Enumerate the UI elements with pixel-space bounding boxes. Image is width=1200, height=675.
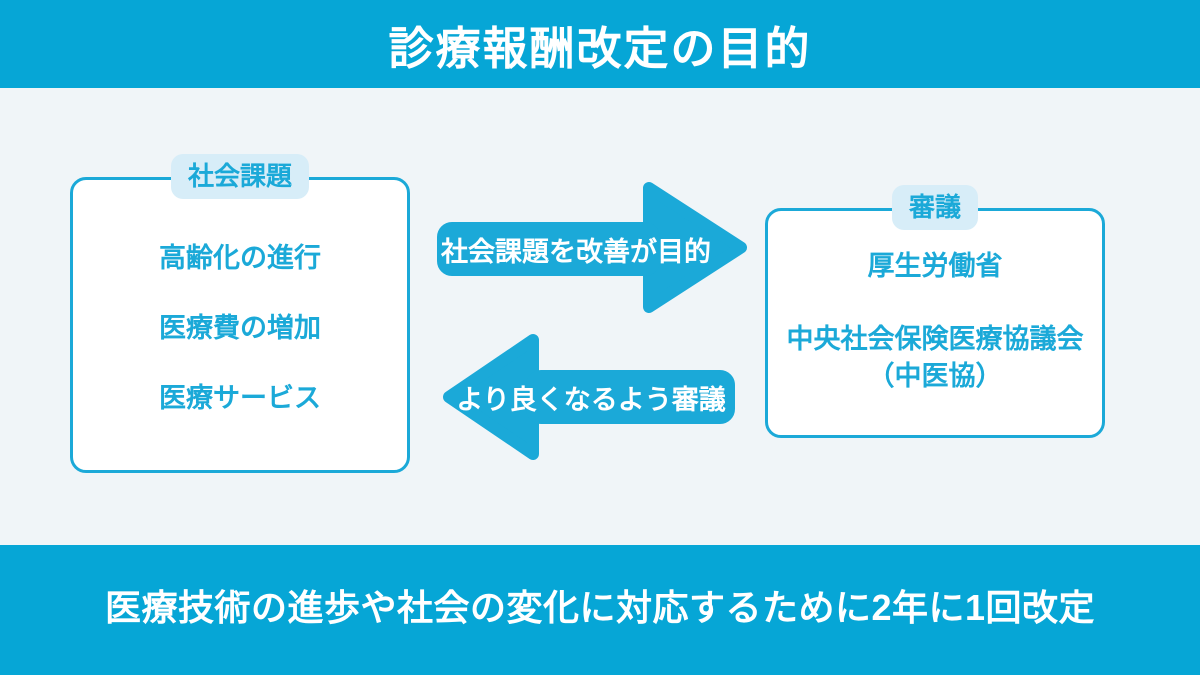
social-issue-item: 医療費の増加 (159, 313, 321, 343)
arrow-left-label: より良くなるよう審議 (456, 384, 726, 415)
social-issues-box: 社会課題 高齢化の進行 医療費の増加 医療サービス (70, 154, 410, 473)
arrow-left: より良くなるよう審議 (441, 330, 741, 464)
council-item: 中央社会保険医療協議会 （中医協） (786, 324, 1084, 391)
arrow-right-label: 社会課題を改善が目的 (441, 236, 711, 267)
arrow-left-icon (443, 334, 735, 460)
social-issue-item: 高齢化の進行 (159, 243, 321, 273)
council-list: 厚生労働省 中央社会保険医療協議会 （中医協） (768, 211, 1102, 395)
council-label: 審議 (891, 185, 979, 230)
arrow-right: 社会課題を改善が目的 (435, 178, 747, 317)
social-issues-list: 高齢化の進行 医療費の増加 医療サービス (73, 180, 407, 412)
council-item: 厚生労働省 (867, 251, 1003, 281)
title-banner: 診療報酬改定の目的 (0, 0, 1200, 88)
council-box: 審議 厚生労働省 中央社会保険医療協議会 （中医協） (765, 185, 1105, 438)
diagram-area: 社会課題 高齢化の進行 医療費の増加 医療サービス 社会課題を改善が目的 (0, 88, 1200, 545)
footer-text: 医療技術の進歩や社会の変化に対応するために2年に1回改定 (104, 587, 1096, 628)
social-issues-label: 社会課題 (170, 154, 310, 199)
arrow-right-icon (437, 182, 747, 313)
footer-banner: 医療技術の進歩や社会の変化に対応するために2年に1回改定 (0, 545, 1200, 675)
social-issue-item: 医療サービス (159, 383, 321, 413)
page-title: 診療報酬改定の目的 (388, 22, 812, 74)
